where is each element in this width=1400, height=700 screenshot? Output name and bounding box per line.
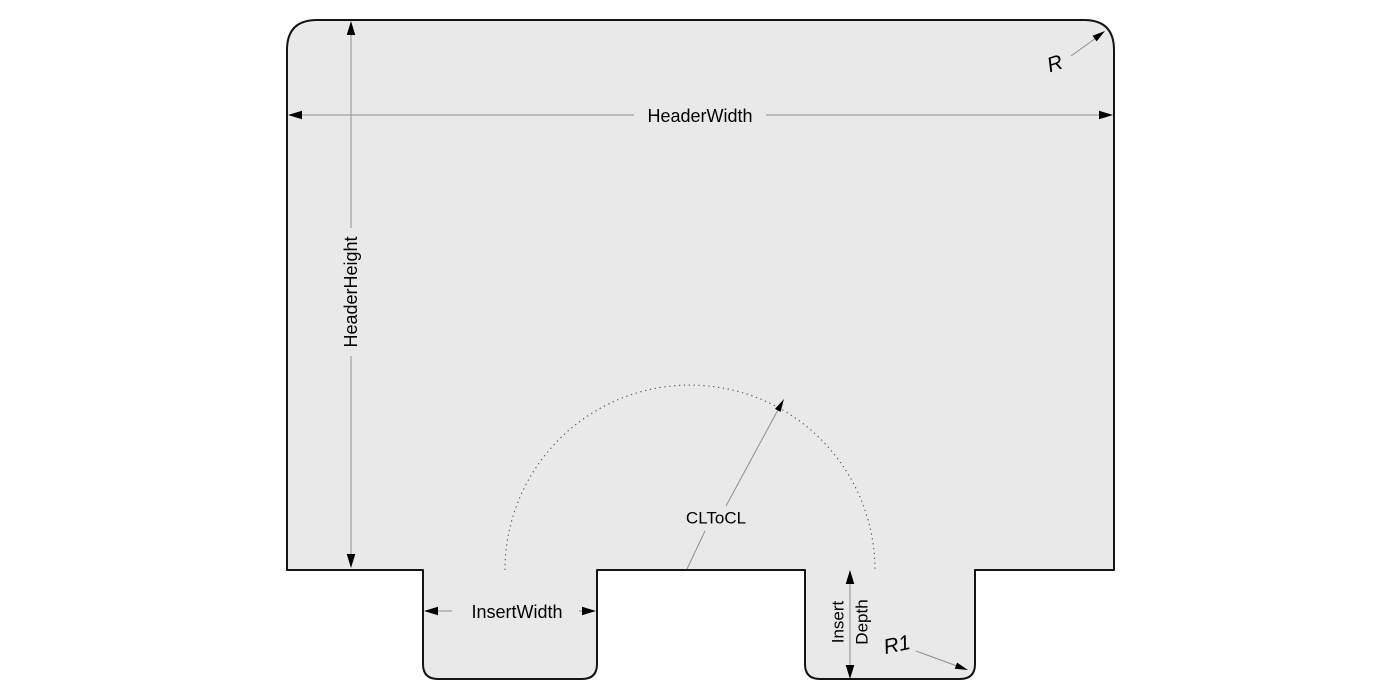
headerwidth-arrowhead-right (1099, 110, 1113, 120)
cltocl-leader-lower (686, 530, 706, 570)
corner-radius-label: R (1044, 51, 1066, 78)
cltocl-leader-upper (725, 407, 780, 507)
insert-radius-label: R1 (881, 631, 912, 659)
insertdepth-label-line1: Insert (829, 600, 848, 643)
headerheight-arrowhead-bottom (346, 554, 356, 568)
insertdepth-arrowhead-top (845, 570, 855, 584)
headerwidth-label: HeaderWidth (647, 106, 752, 126)
insert-radius-callout: R1 (881, 631, 968, 670)
header-plate-outline (286, 19, 1115, 680)
insertwidth-arrowhead-right (582, 606, 596, 616)
insertdepth-arrowhead-bottom (845, 665, 855, 679)
cltocl-arc (504, 384, 876, 571)
headerwidth-dimension: HeaderWidth (288, 106, 1113, 126)
headerheight-label: HeaderHeight (341, 236, 361, 347)
insert-radius-arrowhead (954, 662, 968, 670)
headerheight-dimension: HeaderHeight (341, 21, 361, 568)
corner-radius-leader (1070, 37, 1097, 57)
insertdepth-label-line2: Depth (853, 599, 872, 644)
insertwidth-dimension: InsertWidth (424, 602, 596, 622)
cltocl-dimension: CLToCL (504, 384, 876, 571)
insertwidth-arrowhead-left (424, 606, 438, 616)
headerheight-arrowhead-top (346, 21, 356, 35)
cltocl-leader-arrowhead (775, 399, 784, 412)
cltocl-label: CLToCL (686, 509, 746, 528)
corner-radius-callout: R (1044, 31, 1105, 77)
headerwidth-arrowhead-left (288, 110, 302, 120)
insertwidth-label: InsertWidth (471, 602, 562, 622)
insert-radius-leader (915, 650, 958, 667)
corner-radius-arrowhead (1092, 31, 1105, 42)
insertdepth-dimension: Insert Depth (829, 570, 872, 679)
